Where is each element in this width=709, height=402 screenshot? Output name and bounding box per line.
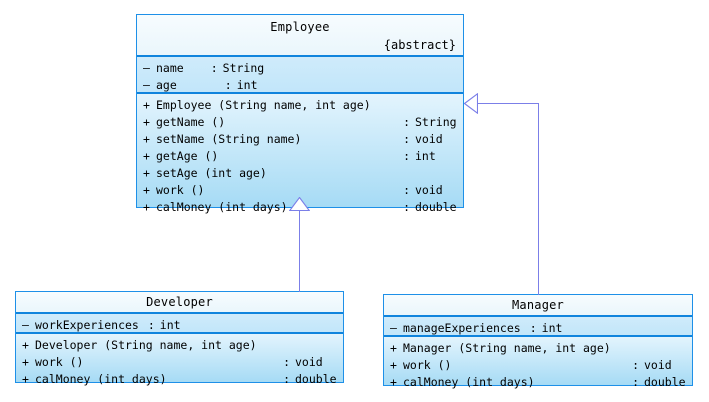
operation-row: + work () : void <box>384 356 692 373</box>
operation-row: + Developer (String name, int age) <box>16 336 343 353</box>
operation-return-type: double <box>415 200 457 214</box>
operation-signature: Manager (String name, int age) <box>403 341 611 355</box>
developer-class-name: Developer <box>146 295 213 309</box>
generalization-line-manager-vertical <box>538 103 539 295</box>
type-separator: : <box>224 78 232 92</box>
type-separator: : <box>403 200 410 214</box>
visibility-marker: + <box>143 183 150 197</box>
employee-abstract-stereotype: {abstract} <box>383 38 456 52</box>
visibility-marker: + <box>22 338 29 352</box>
manager-operations-compartment: + Manager (String name, int age) + work … <box>384 335 692 389</box>
visibility-marker: + <box>143 149 150 163</box>
type-separator: : <box>403 183 410 197</box>
visibility-marker: – <box>22 318 29 332</box>
visibility-marker: – <box>143 78 150 92</box>
operation-row: + calMoney (int days) : double <box>16 370 343 387</box>
operation-row: + work () : void <box>137 181 463 198</box>
visibility-marker: + <box>143 115 150 129</box>
manager-class-name: Manager <box>512 298 564 312</box>
type-separator: : <box>283 372 290 386</box>
visibility-marker: + <box>22 372 29 386</box>
type-separator: : <box>632 375 639 389</box>
attribute-type: int <box>236 78 258 92</box>
visibility-marker: + <box>143 132 150 146</box>
manager-header-compartment: Manager <box>384 295 692 315</box>
operation-signature: calMoney (int days) <box>156 200 288 214</box>
attribute-row: – workExperiences : int <box>16 316 343 333</box>
generalization-arrowhead-manager-icon <box>464 93 478 114</box>
attribute-row: – manageExperiences : int <box>384 319 692 336</box>
attribute-row: – age : int <box>137 76 463 93</box>
generalization-arrowhead-developer-icon <box>289 197 310 211</box>
operation-return-type: void <box>644 358 672 372</box>
type-separator: : <box>147 318 155 332</box>
operation-return-type: double <box>295 372 337 386</box>
operation-signature: work () <box>156 183 205 197</box>
visibility-marker: + <box>143 200 150 214</box>
operation-row: + calMoney (int days) : double <box>137 198 463 215</box>
visibility-marker: + <box>22 355 29 369</box>
operation-signature: setAge (int age) <box>156 166 267 180</box>
operation-signature: Employee (String name, int age) <box>156 98 371 112</box>
attribute-name: workExperiences <box>35 318 139 332</box>
operation-return-type: int <box>415 149 436 163</box>
visibility-marker: + <box>143 166 150 180</box>
employee-header-compartment: Employee {abstract} <box>137 15 463 55</box>
operation-signature: getAge () <box>156 149 219 163</box>
operation-signature: calMoney (int days) <box>403 375 535 389</box>
attribute-type: String <box>222 61 265 75</box>
operation-row: + setAge (int age) <box>137 164 463 181</box>
generalization-line-manager-horizontal <box>477 103 538 104</box>
operation-signature: setName (String name) <box>156 132 302 146</box>
uml-class-developer[interactable]: Developer – workExperiences : int + Deve… <box>15 291 344 386</box>
employee-operations-compartment: + Employee (String name, int age) + getN… <box>137 92 463 214</box>
operation-row: + Employee (String name, int age) <box>137 96 463 113</box>
type-separator: : <box>632 358 639 372</box>
operation-row: + Manager (String name, int age) <box>384 339 692 356</box>
attribute-name: manageExperiences <box>403 321 521 335</box>
operation-signature: work () <box>35 355 84 369</box>
generalization-line-developer <box>299 210 300 292</box>
attribute-name: name <box>156 61 184 75</box>
employee-class-name: Employee <box>270 20 330 34</box>
manager-attributes-compartment: – manageExperiences : int <box>384 315 692 335</box>
type-separator: : <box>403 149 410 163</box>
operation-return-type: void <box>415 183 443 197</box>
developer-header-compartment: Developer <box>16 292 343 312</box>
attribute-name: age <box>156 78 177 92</box>
operation-row: + getName () : String <box>137 113 463 130</box>
operation-signature: getName () <box>156 115 226 129</box>
type-separator: : <box>529 321 537 335</box>
type-separator: : <box>403 132 410 146</box>
developer-attributes-compartment: – workExperiences : int <box>16 312 343 332</box>
operation-return-type: String <box>415 115 457 129</box>
visibility-marker: – <box>390 321 397 335</box>
type-separator: : <box>210 61 218 75</box>
visibility-marker: + <box>390 375 397 389</box>
operation-return-type: void <box>415 132 443 146</box>
visibility-marker: + <box>390 358 397 372</box>
visibility-marker: + <box>143 98 150 112</box>
operation-row: + getAge () : int <box>137 147 463 164</box>
operation-signature: work () <box>403 358 452 372</box>
operation-row: + setName (String name) : void <box>137 130 463 147</box>
operation-signature: Developer (String name, int age) <box>35 338 257 352</box>
type-separator: : <box>403 115 410 129</box>
visibility-marker: + <box>390 341 397 355</box>
attribute-type: int <box>159 318 181 332</box>
operation-return-type: void <box>295 355 323 369</box>
operation-row: + calMoney (int days) : double <box>384 373 692 390</box>
developer-operations-compartment: + Developer (String name, int age) + wor… <box>16 332 343 386</box>
operation-return-type: double <box>644 375 686 389</box>
operation-row: + work () : void <box>16 353 343 370</box>
attribute-type: int <box>541 321 563 335</box>
uml-class-employee[interactable]: Employee {abstract} – name : String – ag… <box>136 14 464 214</box>
uml-class-manager[interactable]: Manager – manageExperiences : int + Mana… <box>383 294 693 389</box>
visibility-marker: – <box>143 61 150 75</box>
type-separator: : <box>283 355 290 369</box>
operation-signature: calMoney (int days) <box>35 372 167 386</box>
attribute-row: – name : String <box>137 59 463 76</box>
employee-attributes-compartment: – name : String – age : int <box>137 55 463 92</box>
